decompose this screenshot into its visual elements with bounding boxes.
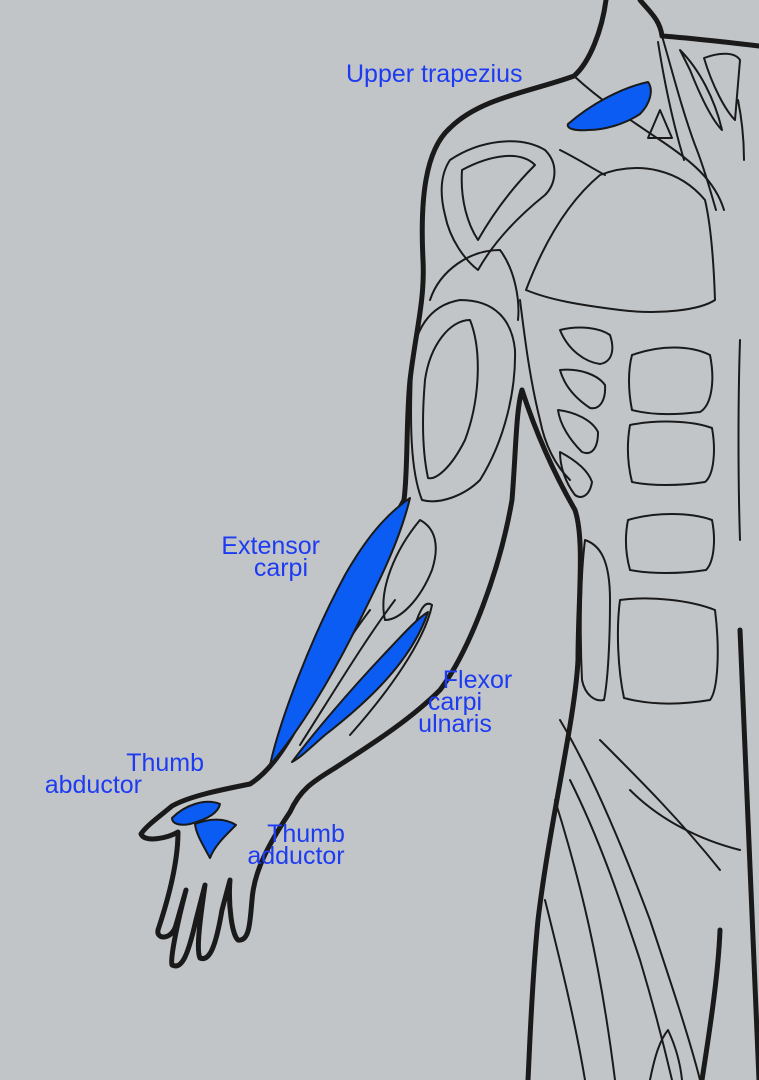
label-upper-trapezius-text: Upper trapezius: [346, 63, 522, 85]
label-extensor-carpi-line2: carpi: [194, 557, 308, 579]
label-flexor-carpi-ulnaris: Flexor carpi ulnaris: [380, 669, 530, 735]
label-thumb-adductor: Thumb adductor: [226, 823, 366, 867]
label-upper-trapezius: Upper trapezius: [346, 63, 522, 85]
label-thumb-adductor-line2: adductor: [226, 845, 366, 867]
label-thumb-abductor: Thumb abductor: [18, 752, 204, 796]
label-extensor-carpi: Extensor carpi: [194, 535, 320, 579]
label-thumb-abductor-line2: abductor: [18, 774, 142, 796]
label-flexor-carpi-ulnaris-line3: ulnaris: [380, 713, 530, 735]
